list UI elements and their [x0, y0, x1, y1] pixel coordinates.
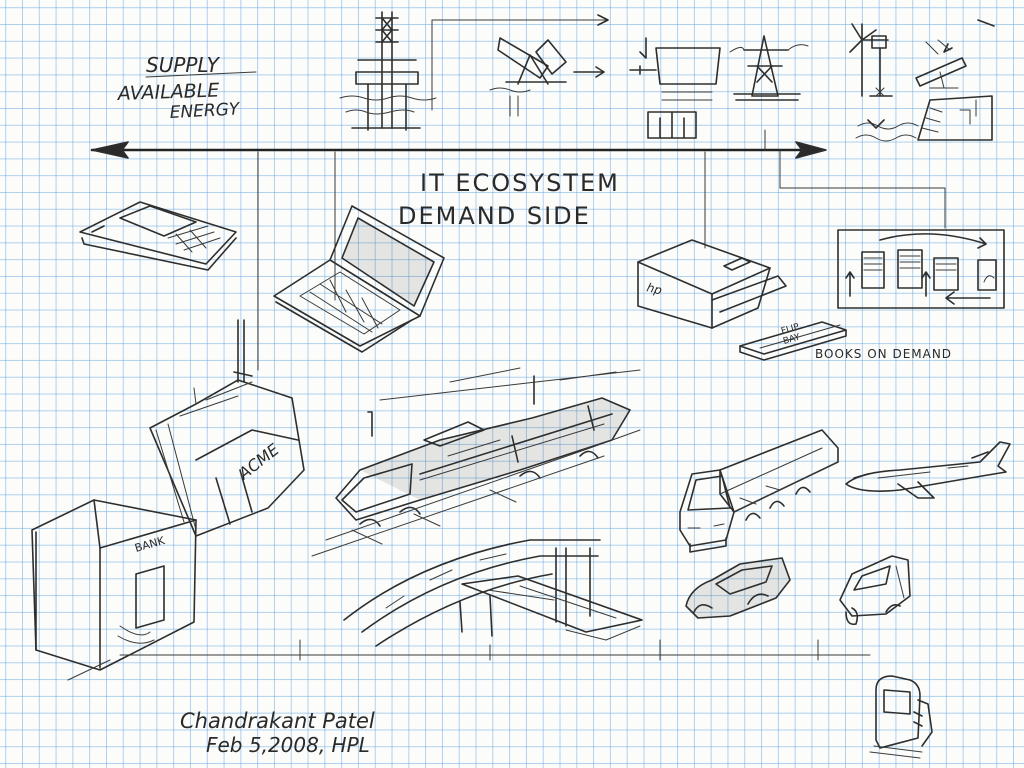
- data-center-icon: [837, 229, 1005, 309]
- solar-panel-icon: [915, 19, 995, 89]
- printer-icon: hp: [637, 239, 787, 329]
- demand-side-label: DEMAND SIDE: [398, 202, 591, 230]
- book-icon: FLIP BAY: [739, 321, 847, 361]
- truck-icon: [679, 429, 839, 553]
- available-energy-label-1: AVAILABLE: [115, 79, 219, 105]
- signature-date: Feb 5,2008, HPL: [206, 733, 370, 757]
- book-label-2: BAY: [782, 332, 802, 346]
- oil-pump-icon: [489, 37, 605, 117]
- book-label-1: FLIP: [780, 322, 801, 337]
- acme-label: ACME: [234, 439, 283, 483]
- author-name: Chandrakant Patel: [180, 709, 375, 733]
- laptop-icon: [273, 205, 445, 353]
- airplane-icon: [845, 441, 1011, 499]
- hydro-dam-icon: [855, 95, 993, 142]
- printer-label: hp: [645, 280, 664, 297]
- small-vehicle-icon: [839, 555, 911, 626]
- books-on-demand-label: BOOKS ON DEMAND: [815, 347, 952, 361]
- available-energy-label-2: ENERGY: [169, 99, 241, 123]
- connector-lines: [119, 14, 946, 661]
- author-signature: Chandrakant Patel Feb 5,2008, HPL: [180, 709, 375, 757]
- offshore-rig-icon: [339, 11, 437, 131]
- power-plant-icon: [629, 37, 721, 139]
- supply-underline: [145, 71, 257, 78]
- supply-label: SUPPLY: [146, 53, 221, 77]
- train-icon: [311, 367, 641, 557]
- wind-turbine-icon: [849, 23, 893, 97]
- factory-icon: ACME: [149, 319, 305, 537]
- it-ecosystem-label: IT ECOSYSTEM: [420, 169, 620, 197]
- handheld-device-icon: [79, 201, 237, 271]
- transmission-tower-icon: [729, 35, 809, 101]
- energy-axis-arrow: [90, 141, 827, 159]
- car-icon: [685, 557, 791, 619]
- fuel-pump-icon: [869, 675, 933, 759]
- highway-overpass-icon: [343, 539, 643, 647]
- bank-building-icon: BANK: [31, 499, 197, 681]
